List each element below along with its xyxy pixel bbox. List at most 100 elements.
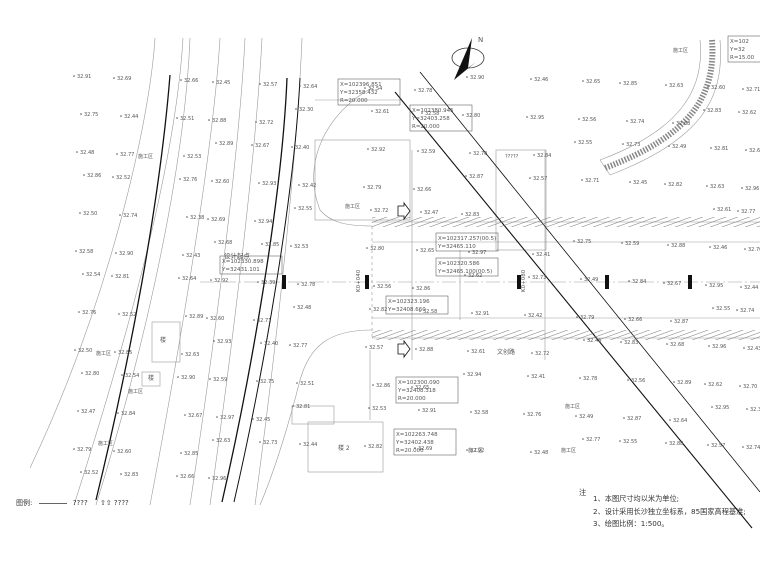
elevation-point — [707, 444, 709, 446]
elevation-label: 32.83 — [707, 108, 721, 114]
elevation-label: 32.86 — [376, 383, 390, 389]
elevation-point — [176, 475, 178, 477]
elevation-point — [580, 278, 582, 280]
elevation-label: 32.75 — [260, 379, 274, 385]
elevation-point — [703, 109, 705, 111]
elevation-point — [208, 119, 210, 121]
elevation-label: 32.64 — [182, 276, 196, 282]
elevation-label: 32.82 — [368, 444, 382, 450]
elevation-point — [78, 311, 80, 313]
legend-item-1: ???? — [72, 499, 88, 507]
elevation-point — [181, 353, 183, 355]
elevation-point — [185, 315, 187, 317]
elevation-label: 32.79 — [580, 315, 594, 321]
elevation-label: 32.66 — [184, 78, 198, 84]
elevation-label: 32.96 — [212, 476, 226, 482]
elevation-point — [665, 442, 667, 444]
elevation-point — [673, 381, 675, 383]
elevation-label: 32.59 — [625, 241, 639, 247]
elevation-label: 32.84 — [537, 153, 551, 159]
elevation-label: 32.76 — [183, 177, 197, 183]
elevation-label: 32.96 — [712, 344, 726, 350]
elevation-label: 32.64 — [673, 418, 687, 424]
legend-line-swatch — [38, 502, 67, 504]
elevation-label: 32.88 — [212, 118, 226, 124]
elevation-label: 32.65 — [415, 385, 429, 391]
construction-label: 施工区 — [345, 203, 360, 210]
coordinate-box — [395, 376, 459, 404]
elevation-label: 32.61 — [471, 349, 485, 355]
elevation-point — [76, 151, 78, 153]
elevation-point — [530, 451, 532, 453]
elevation-point — [259, 83, 261, 85]
elevation-label: 32.52 — [122, 312, 136, 318]
coord-y: Y=32465.110 — [437, 244, 476, 250]
elevation-label: 32.95 — [709, 283, 723, 289]
section-arrows — [397, 201, 411, 359]
elevation-point — [372, 384, 374, 386]
elevation-point — [184, 414, 186, 416]
elevation-label: 32.79 — [367, 185, 381, 191]
coord-radius: R=20.000 — [412, 124, 440, 130]
elevation-label: 32.89 — [219, 141, 233, 147]
elevation-label: 32.86 — [87, 173, 101, 179]
elevation-point — [742, 88, 744, 90]
coordinate-box — [385, 295, 449, 315]
elevation-point — [627, 379, 629, 381]
elevation-point — [211, 180, 213, 182]
elevation-point — [530, 78, 532, 80]
elevation-label: 32.91 — [422, 408, 436, 414]
elevation-label: 32.61 — [375, 109, 389, 115]
road-name-label: 文创路 — [497, 348, 515, 356]
elevation-point — [412, 287, 414, 289]
elevation-point — [670, 320, 672, 322]
elevation-point — [711, 406, 713, 408]
elevation-label: 32.45 — [633, 180, 647, 186]
elevation-point — [524, 314, 526, 316]
elevation-label: 32.54 — [86, 272, 100, 278]
elevation-label: 32.68 — [676, 121, 690, 127]
elevation-point — [116, 153, 118, 155]
elevation-point — [212, 81, 214, 83]
elevation-point — [744, 248, 746, 250]
elevation-label: 32.54 — [125, 373, 139, 379]
elevation-point — [299, 85, 301, 87]
elevation-label: 32.65 — [420, 248, 434, 254]
elevation-label: 32.78 — [301, 282, 315, 288]
elevation-point — [367, 148, 369, 150]
elevation-point — [206, 317, 208, 319]
elevation-label: 32.59 — [421, 149, 435, 155]
elevation-point — [258, 182, 260, 184]
elevation-label: 32.84 — [632, 279, 646, 285]
elevation-label: 32.80 — [466, 113, 480, 119]
station-label: K0+040 — [356, 269, 362, 292]
elevation-point — [369, 308, 371, 310]
elevation-label: 32.67 — [188, 413, 202, 419]
elevation-point — [624, 318, 626, 320]
elevation-label: 32.60 — [117, 449, 131, 455]
elevation-label: 32.75 — [84, 112, 98, 118]
elevation-label: 32.52 — [116, 175, 130, 181]
coordinate-box — [435, 257, 499, 277]
coord-x: X=102330.898 — [222, 259, 264, 265]
elevation-point — [115, 252, 117, 254]
elevation-label: 32.97 — [220, 415, 234, 421]
elevation-point — [466, 76, 468, 78]
coord-y: Y=32403.258 — [411, 116, 450, 122]
elevation-point — [182, 254, 184, 256]
elevation-point — [259, 441, 261, 443]
elevation-point — [118, 313, 120, 315]
elevation-point — [469, 152, 471, 154]
elevation-point — [665, 84, 667, 86]
elevation-point — [742, 446, 744, 448]
elevation-label: 32.90 — [181, 375, 195, 381]
elevation-point — [120, 115, 122, 117]
elevation-label: 32.53 — [187, 154, 201, 160]
elevation-point — [626, 120, 628, 122]
elevation-point — [620, 341, 622, 343]
elevation-label: 32.44 — [124, 114, 138, 120]
elevation-label: 32.83 — [624, 340, 638, 346]
coord-y: Y=32408.660 — [387, 307, 426, 313]
elevation-label: 32.71 — [585, 178, 599, 184]
elevation-point — [737, 210, 739, 212]
